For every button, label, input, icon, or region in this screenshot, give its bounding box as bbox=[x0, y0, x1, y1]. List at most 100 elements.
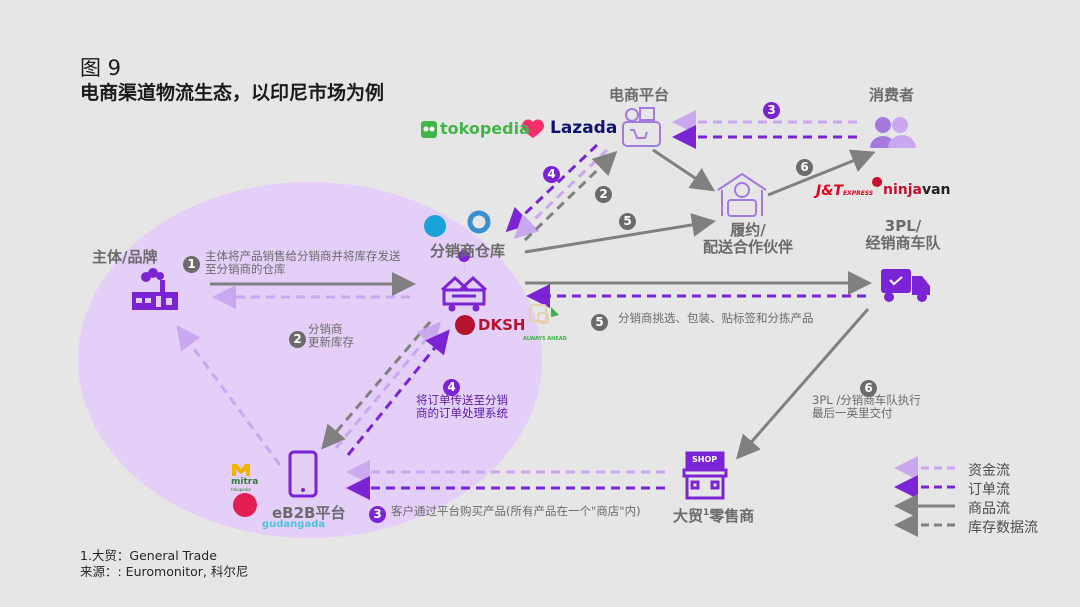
legend-goods-flow: 商品流 bbox=[968, 501, 1010, 517]
footnote-general-trade: 1.大贸：General Trade bbox=[80, 548, 217, 563]
node-eb2b-label: eB2B平台 bbox=[272, 504, 346, 522]
lazada-logo: Lazada bbox=[550, 118, 618, 138]
step-4-line2: 商的订单处理系统 bbox=[416, 406, 508, 420]
ninjavan-logo-b: van bbox=[921, 182, 951, 198]
step-3-description: 客户通过平台购买产品(所有产品在一个"商店"内) bbox=[391, 504, 641, 518]
step-5-number: 5 bbox=[591, 314, 608, 331]
retailer-footnote-ref: 1 bbox=[703, 508, 710, 518]
step-2b-badge: 2 bbox=[595, 183, 612, 203]
warehouse-icon bbox=[440, 275, 488, 312]
footnote-source: 来源：: Euromonitor, 科尔尼 bbox=[80, 564, 249, 579]
step-6-description: 3PL /分销商车队执行 最后一英里交付 bbox=[812, 394, 921, 420]
step-4-description: 将订单传送至分销 商的订单处理系统 bbox=[416, 394, 508, 420]
step-6-number: 6 bbox=[860, 380, 877, 397]
distributor-ecosystem-bubble bbox=[78, 182, 542, 538]
inventory-flow-warehouse-to-platform bbox=[523, 150, 618, 242]
step-3b-badge: 3 bbox=[763, 99, 780, 119]
step-5b-badge: 5 bbox=[619, 210, 636, 230]
money-flow-eb2b-to-warehouse bbox=[334, 321, 441, 449]
ninjavan-logo-a: ninja bbox=[883, 182, 922, 198]
step-3-badge: 3 bbox=[369, 503, 386, 523]
step-2b-number: 2 bbox=[595, 186, 612, 203]
step-5b-number: 5 bbox=[619, 213, 636, 230]
step-1-description: 主体将产品销售给分销商并将库存发送 至分销商的仓库 bbox=[205, 250, 401, 276]
step-4-number: 4 bbox=[443, 379, 460, 396]
always-ahead-logo: ALWAYS AHEAD bbox=[523, 336, 567, 342]
step-2-description: 分销商 更新库存 bbox=[308, 323, 354, 349]
step-2-number: 2 bbox=[289, 331, 306, 348]
truck-icon bbox=[881, 269, 930, 302]
legend-inventory-flow: 库存数据流 bbox=[968, 520, 1038, 536]
node-brand-label: 主体/品牌 bbox=[92, 248, 158, 266]
step-2-badge: 2 bbox=[289, 328, 306, 348]
node-distributor-warehouse-label: 分销商仓库 bbox=[430, 242, 506, 260]
step-1-line1: 主体将产品销售给分销商并将库存发送 bbox=[205, 249, 401, 263]
step-4b-badge: 4 bbox=[543, 163, 560, 183]
step-3b-number: 3 bbox=[763, 102, 780, 119]
bukalapak-logo-icon bbox=[233, 493, 257, 517]
mitra-logo-icon bbox=[232, 464, 250, 476]
tokopedia-logo: tokopedia bbox=[440, 119, 530, 138]
figure-number: 图 9 bbox=[80, 56, 122, 80]
smartphone-icon bbox=[288, 450, 318, 498]
jnt-logo: J&TEXPRESS bbox=[816, 183, 873, 199]
shop-icon bbox=[682, 451, 728, 500]
goods-flow-fleet-to-retailer bbox=[736, 308, 870, 460]
node-fleet-label: 3PL/ 经销商车队 bbox=[858, 218, 948, 252]
node-fulfillment-line2: 配送合作伙伴 bbox=[702, 238, 793, 256]
step-6b-badge: 6 bbox=[796, 156, 813, 176]
node-fleet-line1: 3PL/ bbox=[884, 217, 922, 235]
shop-sign-text: SHOP bbox=[692, 455, 718, 464]
node-ecommerce-platform-label: 电商平台 bbox=[609, 86, 670, 104]
step-6-badge: 6 bbox=[860, 377, 877, 397]
step-6-line2: 最后一英里交付 bbox=[812, 406, 893, 420]
factory-icon bbox=[132, 268, 178, 310]
goods-flow-platform-to-fulfillment bbox=[652, 148, 715, 192]
dksh-logo: DKSH bbox=[478, 316, 526, 334]
step-2-line1: 分销商 bbox=[308, 322, 343, 336]
ninjavan-logo: ninjavan bbox=[883, 182, 951, 198]
ecommerce-storefront-icon bbox=[622, 107, 661, 147]
gudangada-logo: gudangada bbox=[262, 519, 326, 530]
always-ahead-logo-icon bbox=[529, 304, 559, 324]
money-flow-eb2b-to-brand bbox=[176, 325, 282, 466]
step-6-line1: 3PL /分销商车队执行 bbox=[812, 393, 921, 407]
node-fulfillment-line1: 履约/ bbox=[730, 221, 766, 239]
figure-title: 电商渠道物流生态，以印尼市场为例 bbox=[80, 82, 385, 104]
legend-order-flow: 订单流 bbox=[968, 482, 1010, 498]
step-4-line1: 将订单传送至分销 bbox=[416, 393, 508, 407]
goods-flow-fulfillment-to-consumer bbox=[767, 149, 876, 197]
lazada-logo-icon bbox=[522, 119, 544, 138]
tokopedia-logo-icon bbox=[421, 121, 437, 138]
node-fleet-line2: 经销商车队 bbox=[865, 234, 941, 252]
step-1-number: 1 bbox=[183, 256, 200, 273]
location-pin-icon bbox=[458, 250, 471, 276]
money-flow-platform-to-warehouse bbox=[513, 148, 609, 240]
inventory-flow-warehouse-to-eb2b bbox=[321, 321, 432, 450]
jnt-logo-main: J&T bbox=[816, 183, 843, 199]
jnt-logo-sub: EXPRESS bbox=[842, 190, 874, 197]
delivery-partner-icon bbox=[717, 172, 767, 217]
step-4-badge: 4 bbox=[443, 376, 460, 396]
retailer-label-suffix: 零售商 bbox=[709, 507, 755, 525]
distributor-logo-ring-icon bbox=[467, 210, 491, 234]
mitra-logo-sub: tokopedia bbox=[231, 487, 251, 492]
order-flow-eb2b-to-warehouse bbox=[346, 329, 450, 456]
distributor-logo-blue-icon bbox=[424, 215, 446, 237]
consumers-icon bbox=[870, 117, 916, 148]
step-4b-number: 4 bbox=[543, 166, 560, 183]
goods-flow-warehouse-to-fulfillment bbox=[524, 213, 716, 254]
dksh-logo-icon bbox=[455, 315, 475, 335]
step-6b-number: 6 bbox=[796, 159, 813, 176]
mitra-logo: mitra bbox=[231, 477, 259, 487]
node-consumer-label: 消费者 bbox=[869, 86, 915, 104]
legend-money-flow: 资金流 bbox=[968, 463, 1010, 479]
node-fulfillment-label: 履约/ 配送合作伙伴 bbox=[698, 222, 798, 256]
step-2-line2: 更新库存 bbox=[308, 335, 354, 349]
step-1-line2: 至分销商的仓库 bbox=[205, 262, 286, 276]
step-3-number: 3 bbox=[369, 506, 386, 523]
step-1-badge: 1 bbox=[183, 253, 200, 273]
retailer-label-main: 大贸 bbox=[673, 507, 704, 525]
node-retailer-label: 大贸1零售商 bbox=[673, 505, 754, 525]
ninjavan-pin-icon bbox=[872, 177, 883, 197]
